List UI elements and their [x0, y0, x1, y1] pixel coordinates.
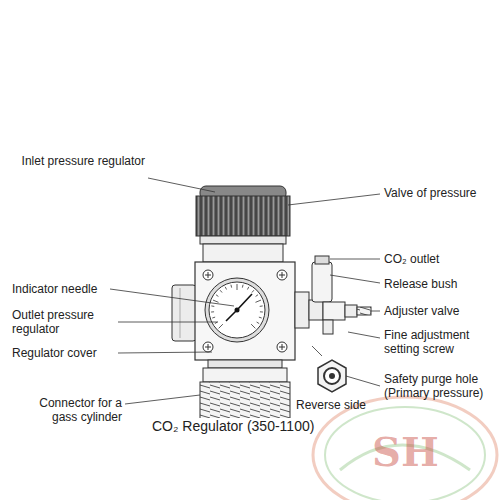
dial-tick [247, 287, 248, 290]
part-label: Valve of pressure [384, 186, 496, 200]
dial-tick [260, 305, 263, 306]
dial-tick [211, 305, 214, 306]
dial-tick [257, 322, 260, 324]
dial-tick [252, 290, 254, 292]
part-label: Connector for a gass cylinder [22, 396, 122, 424]
part-label: CO₂ outlet [384, 252, 496, 266]
part-label: Inlet pressure regulator [20, 154, 145, 168]
dial-tick [220, 290, 222, 292]
dial-tick [213, 300, 219, 302]
dial-tick [237, 284, 238, 290]
dial-tick [255, 300, 261, 302]
purge-hole-nut [318, 360, 346, 392]
dial-tick [259, 317, 262, 319]
outlet-fitting [309, 256, 371, 334]
dial-tick [251, 324, 255, 328]
part-label: Indicator needle [12, 282, 112, 296]
dial-tick [256, 295, 258, 297]
part-label: Safety purge hole (Primary pressure) [384, 372, 497, 400]
part-label: Regulator cover [12, 346, 116, 360]
dial-tick [211, 311, 214, 312]
leader-lines [110, 178, 380, 404]
part-label: Release bush [384, 277, 496, 291]
watermark-logo [313, 397, 497, 500]
watermark-text: SH [372, 428, 472, 475]
dial-tick [230, 285, 232, 288]
dial-tick [225, 287, 226, 290]
part-label: Adjuster valve [384, 304, 496, 318]
part-label: Reverse side [296, 398, 380, 412]
part-label: Outlet pressure regulator [12, 308, 116, 336]
dial-tick [216, 295, 218, 297]
regulator-body [172, 262, 309, 432]
dial-tick [260, 311, 263, 312]
caption: CO₂ Regulator (350-1100) [150, 418, 316, 435]
dial-tick [242, 285, 244, 288]
dial-tick [219, 324, 223, 328]
dial-tick [212, 317, 215, 319]
part-label: Fine adjustment setting screw [384, 328, 496, 356]
inlet-knob [196, 186, 290, 262]
